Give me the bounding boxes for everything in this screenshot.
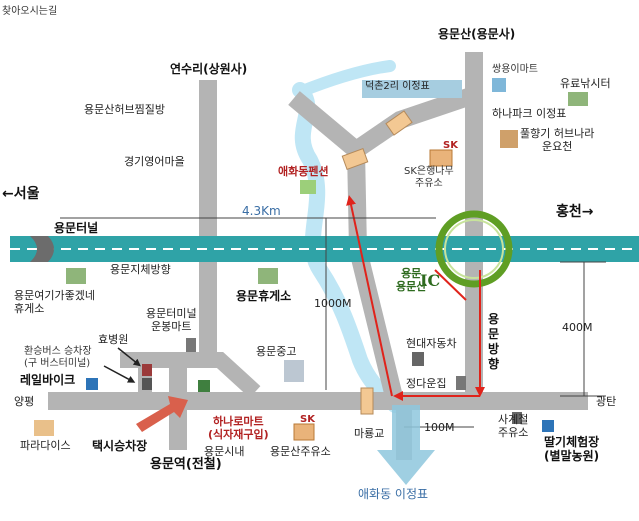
arrow-transfer [103, 365, 136, 383]
aehwa-pension-icon [300, 180, 316, 194]
label-english-village: 경기영어마을 [124, 155, 185, 168]
label-sagyejeol: 사계절 주유소 [498, 413, 529, 439]
rest-area-icon [258, 268, 278, 284]
terminal-mart-icon [186, 338, 196, 352]
hyundai-icon [412, 352, 424, 366]
jeongdae-icon [456, 376, 466, 390]
label-middle-school: 용문중고 [256, 345, 297, 358]
label-ssangyong: 쌍용이마트 [492, 64, 538, 75]
paradise-icon [34, 420, 54, 436]
sk-badge-yongmunsan: SK [300, 414, 315, 425]
label-hyundai: 현대자동차 [406, 337, 457, 350]
bridge-north [385, 110, 413, 136]
strawberry-icon [542, 420, 554, 432]
ic-ring [435, 210, 513, 288]
ssangyong-icon [492, 78, 506, 92]
deokchon-tag: 덕촌2리 이정표 [362, 80, 462, 98]
label-1000m: 1000M [314, 297, 352, 310]
label-jjimjil: 용문산허브찜질방 [84, 103, 165, 116]
road-diag-north [288, 86, 477, 162]
label-taxi: 택시승차장 [92, 439, 148, 453]
label-yeoggi: 용문여기가좋겠네 휴게소 [14, 289, 95, 315]
label-yongmun-station: 용문역(전철) [150, 457, 222, 472]
hana-mart-icon [198, 380, 210, 392]
label-hongcheon: 홍천→ [556, 204, 594, 220]
label-maryonggyo: 마룡교 [354, 427, 385, 440]
yeoggi-icon [66, 268, 86, 284]
middle-school-icon [284, 360, 304, 382]
hyobyeong-icon [142, 364, 152, 376]
label-jiche: 용문지체방향 [110, 263, 171, 276]
label-hyobyeong: 효병원 [98, 333, 129, 346]
label-400m: 400M [562, 321, 593, 334]
label-yongmun-tunnel: 용문터널 [54, 221, 99, 235]
label-aehwa: 애화동 이정표 [358, 487, 429, 501]
sk-badge-namu: SK [443, 140, 458, 151]
tunnel-portal [30, 236, 54, 262]
road-town-loop [120, 352, 261, 398]
river-upper [294, 60, 396, 98]
sk-yongmunsan-icon [293, 423, 315, 441]
label-seoul: ←서울 [2, 186, 40, 202]
bridge-middle [341, 148, 369, 170]
label-hana-mart: 하나로마트 (식자재구입) [208, 415, 269, 441]
label-rest-area: 용문휴게소 [236, 289, 292, 303]
route-ic-diag [434, 269, 467, 301]
label-gwangtan: 광탄 [596, 395, 617, 408]
rail-bike-icon [86, 378, 98, 390]
label-sinae: 용문시내 [204, 445, 245, 458]
label-ic-mark: IC [420, 271, 441, 290]
label-100m: 100M [424, 421, 455, 434]
label-yangpyeong: 양평 [14, 395, 35, 408]
label-paradise: 파라다이스 [20, 439, 71, 452]
label-yuru: 유료낚시터 [560, 77, 611, 90]
sk-namu-icon [429, 149, 453, 167]
route-up-to-pension [346, 195, 393, 397]
label-strawberry: 딸기체험장 (별말농원) [544, 435, 600, 463]
pulhyang-icon [500, 130, 518, 148]
label-yongmunsan-gas: 용문산주유소 [270, 445, 331, 458]
label-aehwa-pension: 애화동펜션 [278, 165, 329, 178]
label-yongmunsan: 용문산(용문사) [438, 27, 516, 41]
yuru-icon [568, 92, 588, 106]
label-ic: 용문 용문산 [396, 267, 427, 293]
measure-lines [60, 217, 606, 428]
roads [48, 52, 588, 460]
label-sk-namu: SK은행나무 주유소 [404, 166, 454, 189]
label-hanapark: 하나파크 이정표 [492, 107, 567, 120]
sagyejeol-icon [512, 412, 522, 424]
arrow-hyobyeong [117, 347, 141, 367]
taxi-arrow [136, 396, 188, 432]
map-icons [34, 78, 588, 441]
label-yongmun-bang: 용 문 방 향 [488, 312, 500, 371]
label-transfer: 환승버스 승차장 (구 버스터미널) [24, 346, 92, 369]
aehwa-arrow [377, 405, 435, 485]
red-route [346, 195, 485, 401]
ic-ring-inner [444, 219, 504, 279]
label-yeonsuri: 연수리(상원사) [170, 62, 248, 76]
transfer-icon [142, 378, 152, 390]
label-jeongdae: 정다운집 [406, 377, 447, 390]
label-pulhyang: 풀향기 허브나라 운요천 [520, 127, 595, 153]
bridge-maryong [360, 387, 374, 415]
label-terminal-mart: 용문터미널 운봉마트 [146, 307, 197, 333]
label-deokchon: 덕촌2리 이정표 [365, 81, 430, 92]
label-rail-bike: 레일바이크 [20, 373, 76, 387]
black-arrows [103, 347, 141, 383]
label-4-3km: 4.3Km [242, 204, 281, 218]
page-title: 찾아오시는길 [2, 6, 58, 17]
